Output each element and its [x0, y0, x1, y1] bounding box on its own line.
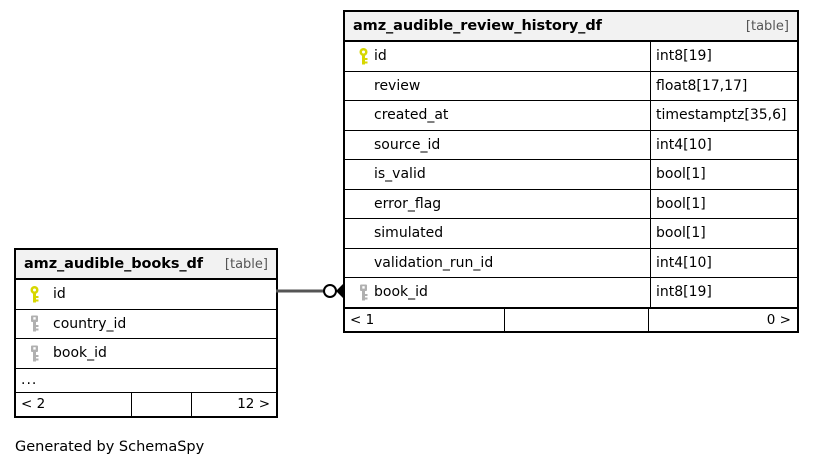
more-columns-indicator[interactable]: ...: [16, 369, 276, 393]
column-type: bool[1]: [650, 160, 797, 189]
column-name: id: [374, 48, 387, 65]
column-name-cell: book_id: [345, 278, 650, 307]
column-type: int4[10]: [650, 248, 797, 277]
column-name-cell: id: [345, 42, 650, 71]
table-type-tag: [table]: [745, 18, 789, 34]
table-row[interactable]: simulated bool[1]: [345, 219, 797, 249]
column-name: book_id: [374, 284, 428, 301]
table-footer-books: < 2 12 >: [16, 392, 276, 416]
column-type: int4[10]: [650, 130, 797, 159]
column-name: error_flag: [374, 195, 442, 212]
column-name-cell: review: [345, 72, 650, 101]
primary-key-icon: [352, 47, 374, 65]
table-header-review-history: amz_audible_review_history_df [table]: [345, 12, 797, 42]
table-row[interactable]: is_valid bool[1]: [345, 160, 797, 190]
footer-child-count[interactable]: 12 >: [191, 392, 276, 416]
column-name-cell: created_at: [345, 101, 650, 130]
table-footer-review-history: < 1 0 >: [345, 307, 797, 331]
column-type: float8[17,17]: [650, 71, 797, 100]
footer-parent-count[interactable]: < 2: [21, 396, 46, 412]
column-name-cell: simulated: [345, 219, 650, 248]
primary-key-icon: [23, 285, 45, 303]
footer-parent-count[interactable]: < 1: [350, 311, 375, 328]
column-name: source_id: [374, 136, 441, 153]
column-name-cell: source_id: [345, 131, 650, 160]
table-row[interactable]: country_id: [16, 310, 276, 339]
column-name: created_at: [374, 107, 449, 124]
table-row[interactable]: error_flag bool[1]: [345, 189, 797, 219]
table-header-books: amz_audible_books_df [table]: [16, 250, 276, 280]
column-type: timestamptz[35,6]: [650, 101, 797, 130]
column-name-cell: country_id: [16, 310, 276, 339]
relationship-connector: [276, 284, 344, 298]
column-name: country_id: [53, 315, 127, 332]
column-type: int8[19]: [650, 42, 797, 71]
table-row[interactable]: id: [16, 280, 276, 310]
column-name-cell: validation_run_id: [345, 249, 650, 278]
column-name: id: [53, 286, 66, 303]
column-name: review: [374, 77, 421, 94]
foreign-key-icon: [23, 315, 45, 332]
table-title: amz_audible_review_history_df: [353, 18, 602, 34]
table-row[interactable]: source_id int4[10]: [345, 130, 797, 160]
table-type-tag: [table]: [224, 256, 268, 272]
table-row[interactable]: id int8[19]: [345, 42, 797, 72]
foreign-key-icon: [352, 284, 374, 301]
footer-middle-cell: [131, 392, 191, 416]
column-name: is_valid: [374, 166, 426, 183]
table-title: amz_audible_books_df: [24, 256, 203, 272]
column-name-cell: id: [16, 280, 276, 309]
table-row[interactable]: book_id: [16, 339, 276, 369]
column-name-cell: is_valid: [345, 160, 650, 189]
footer-child-count[interactable]: 0 >: [648, 308, 797, 331]
column-name: validation_run_id: [374, 254, 494, 271]
footer-middle-cell: [504, 308, 648, 331]
column-name-cell: error_flag: [345, 190, 650, 219]
column-name-cell: book_id: [16, 339, 276, 368]
column-name: simulated: [374, 225, 444, 242]
column-type: int8[19]: [650, 278, 797, 307]
column-name: book_id: [53, 345, 107, 362]
table-amz-audible-review-history-df[interactable]: amz_audible_review_history_df [table] id…: [343, 10, 799, 333]
table-row[interactable]: created_at timestamptz[35,6]: [345, 101, 797, 131]
table-row[interactable]: book_id int8[19]: [345, 278, 797, 308]
column-type: bool[1]: [650, 219, 797, 248]
table-row[interactable]: review float8[17,17]: [345, 71, 797, 101]
table-row[interactable]: validation_run_id int4[10]: [345, 248, 797, 278]
generated-by-caption: Generated by SchemaSpy: [15, 439, 205, 455]
table-amz-audible-books-df[interactable]: amz_audible_books_df [table] id: [14, 248, 278, 418]
foreign-key-icon: [23, 345, 45, 362]
column-type: bool[1]: [650, 189, 797, 218]
